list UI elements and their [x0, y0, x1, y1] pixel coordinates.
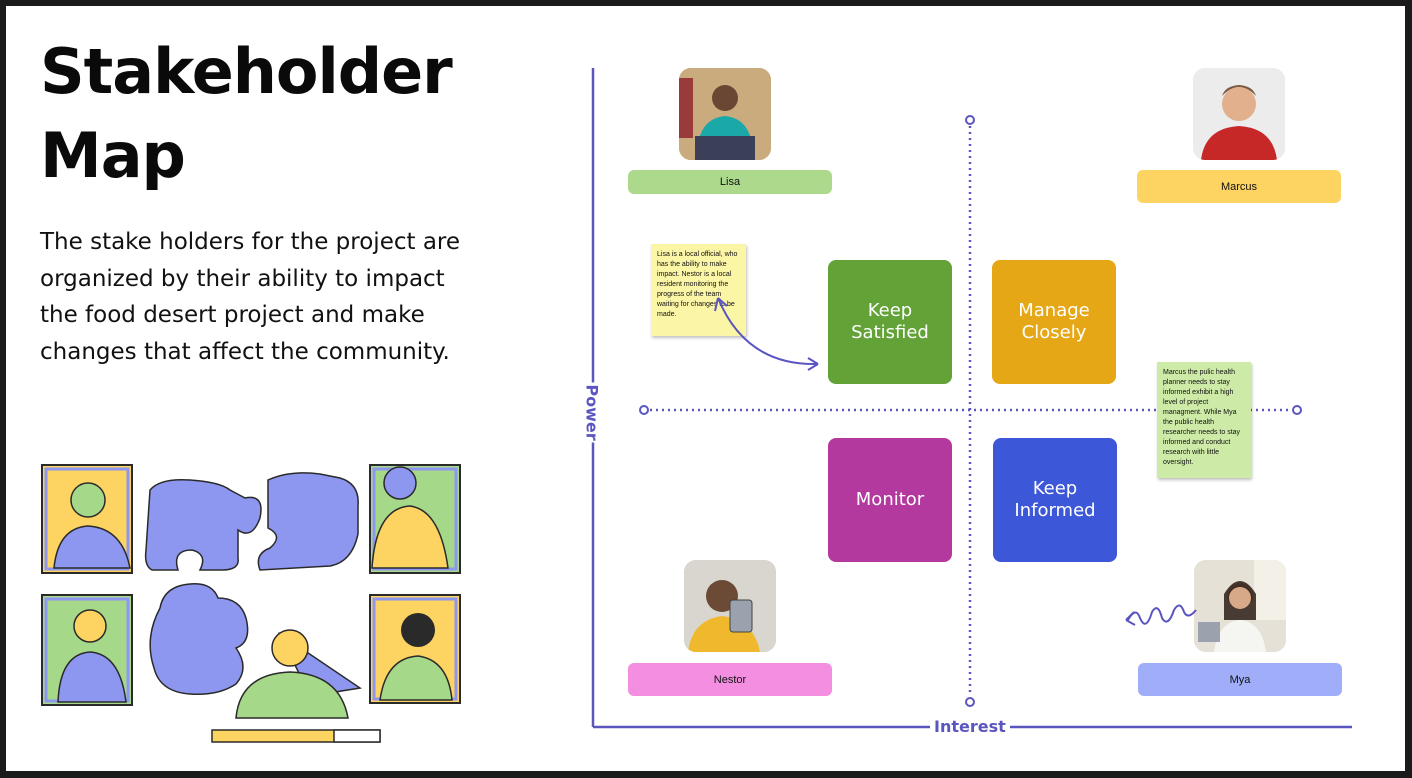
quadrant-monitor: Monitor [828, 438, 952, 562]
portrait-mya [1194, 560, 1286, 652]
tag-nestor: Nestor [628, 663, 832, 696]
title-line-1: Stakeholder [40, 35, 453, 108]
squiggle-arrow-icon [1125, 604, 1197, 626]
title-line-2: Map [40, 119, 186, 192]
description-text: The stake holders for the project are or… [40, 229, 461, 365]
curved-arrow-icon [714, 297, 819, 371]
interest-axis-label: Interest [930, 717, 1010, 736]
note-marcus-mya: Marcus the pulic health planner needs to… [1157, 362, 1251, 478]
tag-marcus: Marcus [1137, 170, 1341, 203]
portrait-nestor [684, 560, 776, 652]
page-title: Stakeholder Map [40, 30, 520, 198]
tag-lisa: Lisa [628, 170, 832, 194]
arrow-layer [714, 297, 1197, 626]
portrait-marcus [1193, 68, 1285, 160]
portrait-lisa [679, 68, 771, 160]
slide: Stakeholder Map The stake holders for th… [6, 6, 1405, 771]
quadrant-manage-closely: Manage Closely [992, 260, 1116, 384]
puzzle-team-illustration [41, 464, 461, 743]
note-lisa-nestor: Lisa is a local official, who has the ab… [651, 244, 746, 336]
quadrant-keep-satisfied: Keep Satisfied [828, 260, 952, 384]
quadrant-keep-informed: Keep Informed [993, 438, 1117, 562]
tag-mya: Mya [1138, 663, 1342, 696]
